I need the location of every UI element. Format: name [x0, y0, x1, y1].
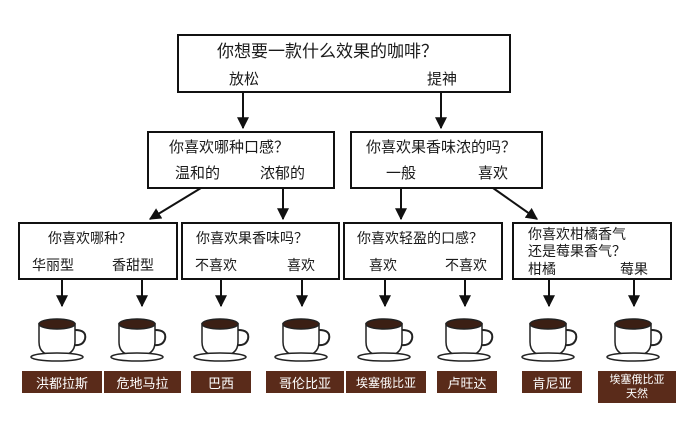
option-berry: 莓果 [620, 262, 648, 278]
texture-question-box: 你喜欢哪种口感？ 温和的 浓郁的 [147, 131, 335, 189]
coffee-cup-icon [521, 318, 578, 362]
result-ethiopia-natural-line2: 天然 [626, 387, 648, 400]
option-normal: 一般 [386, 164, 417, 182]
light-body-question: 你喜欢轻盈的口感？ [357, 231, 483, 247]
option-rich: 浓郁的 [260, 164, 306, 182]
result-ethiopia-natural: 埃塞俄比亚 天然 [598, 371, 676, 403]
coffee-cup-icon [274, 318, 331, 362]
type-question-box: 你喜欢哪种？ 华丽型 香甜型 [18, 222, 178, 280]
option-like-fruit-flavor: 喜欢 [287, 258, 315, 274]
fruit-flavor-question: 你喜欢果香味吗？ [196, 231, 308, 247]
result-brazil: 巴西 [191, 371, 251, 393]
texture-question: 你喜欢哪种口感？ [169, 138, 290, 156]
root-option-relax: 放松 [229, 70, 260, 88]
option-dislike-light: 不喜欢 [445, 258, 487, 274]
coffee-cup-icon [357, 318, 414, 362]
result-colombia: 哥伦比亚 [266, 371, 344, 393]
result-rwanda: 卢旺达 [437, 371, 497, 393]
option-dislike: 不喜欢 [195, 258, 237, 274]
citrus-berry-question-box: 你喜欢柑橘香气 还是莓果香气？ 柑橘 莓果 [512, 222, 672, 280]
option-like-light: 喜欢 [369, 258, 397, 274]
root-option-refresh: 提神 [427, 70, 458, 88]
result-honduras: 洪都拉斯 [22, 371, 102, 393]
arrow-mild [148, 187, 202, 220]
option-citrus: 柑橘 [528, 262, 556, 278]
result-ethiopia: 埃塞俄比亚 [346, 371, 426, 393]
option-mild: 温和的 [175, 164, 221, 182]
citrus-berry-question-line1: 你喜欢柑橘香气 [528, 227, 626, 243]
coffee-cup-icon [110, 318, 167, 362]
coffee-cup-icon [606, 318, 663, 362]
coffee-cup-icon [30, 318, 87, 362]
result-kenya: 肯尼亚 [522, 371, 582, 393]
option-sweet: 香甜型 [112, 258, 154, 274]
result-guatemala: 危地马拉 [104, 371, 181, 393]
fruit-flavor-question-box: 你喜欢果香味吗？ 不喜欢 喜欢 [181, 222, 340, 280]
light-body-question-box: 你喜欢轻盈的口感？ 喜欢 不喜欢 [343, 222, 503, 280]
fruity-question: 你喜欢果香味浓的吗？ [366, 138, 517, 156]
root-question-box: 你想要一款什么效果的咖啡？ 放松 提神 [177, 34, 511, 93]
coffee-cup-icon [437, 318, 494, 362]
coffee-cup-icon [193, 318, 250, 362]
type-question: 你喜欢哪种？ [48, 231, 132, 247]
citrus-berry-question-line2: 还是莓果香气？ [528, 244, 626, 260]
fruity-question-box: 你喜欢果香味浓的吗？ 一般 喜欢 [350, 131, 543, 189]
arrow-like-fruit [492, 187, 538, 220]
result-ethiopia-natural-line1: 埃塞俄比亚 [609, 373, 665, 387]
root-question: 你想要一款什么效果的咖啡？ [217, 42, 438, 62]
option-like: 喜欢 [478, 164, 509, 182]
option-floral: 华丽型 [32, 258, 74, 274]
